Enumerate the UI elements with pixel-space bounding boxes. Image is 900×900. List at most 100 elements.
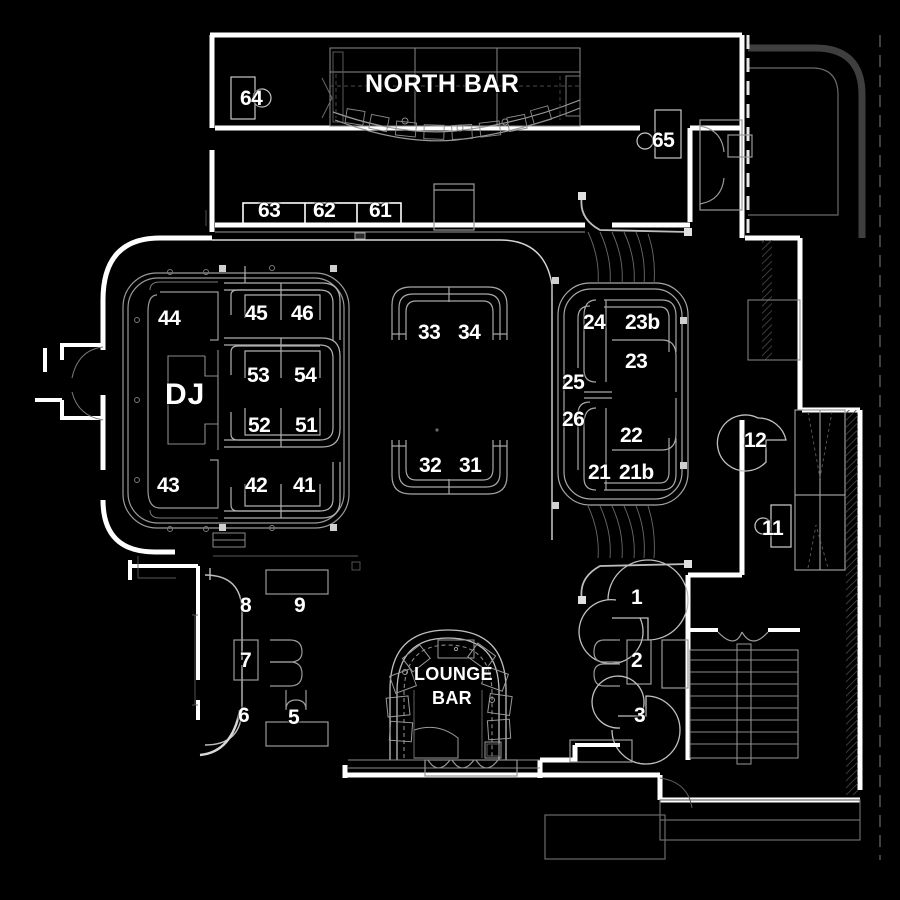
table-label-53: 53: [247, 364, 270, 387]
club-floor-outline: [212, 239, 553, 540]
right-wall-hatch: [846, 410, 858, 795]
table-label-41: 41: [293, 474, 316, 497]
table-label-9: 9: [294, 594, 306, 617]
curtain-anchor-top-right: [684, 228, 692, 236]
curtain-lines-bottom: [587, 505, 655, 559]
top-right-room: [748, 44, 866, 238]
north-bar-room: [329, 47, 581, 127]
curtain-anchor-bottom: [578, 596, 586, 604]
table-label-21: 21: [588, 461, 611, 484]
table-bottom-right: [569, 739, 633, 763]
block-edge-nodes: [134, 265, 275, 532]
seat-2-block: [593, 639, 689, 689]
club-perimeter-wall: [100, 235, 212, 555]
right-corridor-door-swings: [807, 411, 833, 569]
table-label-5: 5: [288, 706, 300, 729]
column-near-61: [433, 183, 475, 231]
north-bar-service-lines: [330, 74, 580, 120]
table-label-42: 42: [245, 474, 268, 497]
table-label-dj: DJ: [165, 378, 206, 411]
table-label-32: 32: [419, 454, 442, 477]
left-block-connector: [212, 532, 246, 548]
table-65: [636, 109, 682, 159]
top-right-room-inner: [748, 67, 839, 216]
curtain-rail-bottom: [580, 563, 689, 601]
table-label-44: 44: [158, 307, 181, 330]
table-label-54: 54: [294, 364, 317, 387]
booth-3: [591, 675, 681, 765]
table-label-62: 62: [313, 199, 336, 222]
shaft-outline: [747, 299, 801, 361]
bottom-left-dims: [192, 614, 198, 706]
table-label-22: 22: [620, 424, 643, 447]
table-label-24: 24: [583, 311, 606, 334]
north-bar-fixture: [321, 77, 333, 119]
table-label-52: 52: [248, 414, 271, 437]
bar-strip-61-63: [242, 202, 402, 226]
table-64: [230, 76, 272, 120]
center-floor-point: [435, 428, 439, 432]
table-label-51: 51: [295, 414, 318, 437]
curtain-anchor-top: [578, 192, 586, 200]
booth-seats-43-44: [149, 281, 218, 519]
curtain-lines-top: [587, 231, 655, 285]
lounge-bar-title-line2: BAR: [432, 688, 472, 708]
bottom-left-curve: [204, 568, 243, 746]
left-alcove: [35, 343, 103, 420]
booth-1: [578, 559, 689, 665]
table-label-61: 61: [369, 199, 392, 222]
table-label-6: 6: [238, 704, 250, 727]
table-label-3: 3: [634, 704, 646, 727]
seat-7-block: [233, 639, 307, 711]
booth-group-31-32: [391, 440, 508, 495]
staircase-door-swing: [717, 631, 769, 642]
bottom-left-curve-outer: [199, 709, 242, 757]
table-label-1: 1: [631, 586, 643, 609]
left-alcove-door-swing: [71, 346, 104, 421]
table-label-65: 65: [652, 129, 675, 152]
table-label-31: 31: [459, 454, 482, 477]
bottom-threshold: [348, 759, 540, 769]
bottom-left-room-wall: [128, 560, 200, 720]
table-label-11: 11: [762, 517, 784, 540]
bottom-right-door-swing: [659, 777, 693, 809]
table-label-8: 8: [240, 594, 252, 617]
booth-group-53-54: [224, 337, 341, 395]
table-label-25: 25: [562, 371, 585, 394]
table-label-2: 2: [631, 649, 643, 672]
dj-booth: [167, 350, 219, 450]
block-corner-markers: [219, 265, 337, 531]
north-bar-title: NORTH BAR: [365, 70, 520, 98]
table-label-33: 33: [418, 321, 441, 344]
curtain-rail-top: [580, 195, 689, 233]
left-booth-block: [122, 272, 350, 529]
top-right-service: [699, 119, 753, 211]
curtain-anchor-bottom-right: [684, 560, 692, 568]
lounge-bar-under-counter: [413, 690, 500, 758]
dimension-ticks: [137, 210, 361, 579]
right-booth-cluster: [557, 282, 689, 506]
bottom-right-room-wall: [573, 743, 620, 762]
table-label-34: 34: [458, 321, 481, 344]
table-label-43: 43: [157, 474, 180, 497]
table-label-12: 12: [744, 429, 767, 452]
table-label-45: 45: [245, 302, 268, 325]
table-label-23b: 23b: [625, 311, 660, 334]
table-5-block: [265, 721, 329, 747]
booth-group-41-42: [224, 462, 341, 519]
table-label-64: 64: [240, 87, 263, 110]
table-label-63: 63: [258, 199, 281, 222]
table-label-23: 23: [625, 350, 648, 373]
table-label-26: 26: [562, 408, 585, 431]
strip-floor-lines: [215, 231, 585, 240]
table-9: [265, 569, 329, 595]
right-cluster-markers: [552, 277, 687, 509]
table-label-7: 7: [240, 649, 252, 672]
lounge-bar-title-line1: LOUNGE: [414, 664, 493, 684]
north-bar-stools: [344, 105, 553, 140]
lounge-bar-stools: [385, 642, 513, 759]
table-12: [716, 414, 787, 472]
booth-group-51-52: [224, 395, 341, 448]
